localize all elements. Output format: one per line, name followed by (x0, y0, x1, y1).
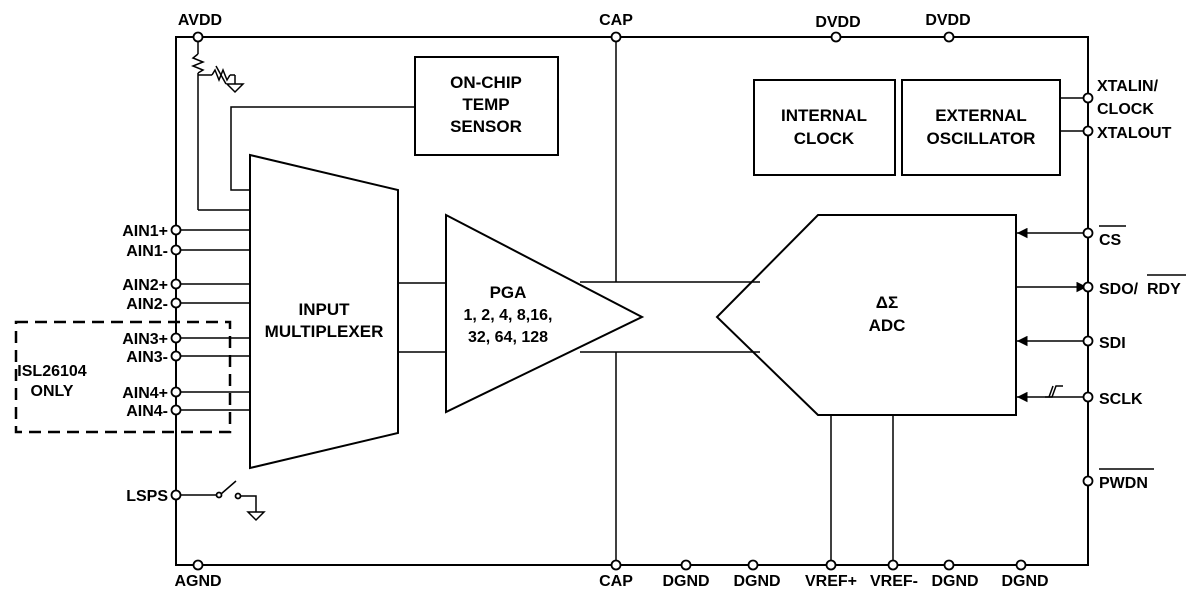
internal-clock-label-1: INTERNAL (781, 106, 867, 125)
pin-markers (170, 31, 1094, 571)
schmitt-trigger-icon-2 (1048, 385, 1054, 398)
input-multiplexer (249, 153, 399, 470)
temp-sensor-label-2: TEMP (462, 95, 509, 114)
pin-dgnd-1: DGND (662, 573, 709, 590)
pin-cap-top: CAP (599, 12, 633, 29)
internal-clock-label-2: CLOCK (794, 129, 855, 148)
pin-sdo: SDO/ (1099, 281, 1139, 298)
delta-sigma-adc (715, 214, 1017, 416)
isl26104-note-line1: ISL26104 (17, 363, 86, 380)
pin-vrefp: VREF+ (805, 573, 857, 590)
pin-agnd: AGND (174, 573, 221, 590)
pga-amplifier (445, 213, 645, 414)
pin-cs: CS (1099, 232, 1122, 249)
pin-dgnd-3: DGND (931, 573, 978, 590)
pin-xtalin-clock: CLOCK (1097, 101, 1154, 118)
pin-sdi: SDI (1099, 335, 1126, 352)
adc-label-2: ADC (869, 316, 906, 335)
ain-wires (176, 229, 250, 411)
pin-lsps: LSPS (126, 488, 168, 505)
pin-dvdd-2: DVDD (925, 12, 970, 29)
adc-label-1: ΔΣ (876, 293, 898, 312)
external-oscillator-label-1: EXTERNAL (935, 106, 1027, 125)
schmitt-trigger-icon (1045, 385, 1063, 398)
pin-ain3p: AIN3+ (122, 331, 168, 348)
pin-ain2n: AIN2- (126, 296, 168, 313)
pin-ain4p: AIN4+ (122, 385, 168, 402)
pga-label-1: PGA (490, 283, 527, 302)
mux-label-1: INPUT (299, 300, 351, 319)
pin-dvdd-1: DVDD (815, 14, 860, 31)
pin-cap-bottom: CAP (599, 573, 633, 590)
isl26104-region (14, 320, 232, 434)
temp-sensor-label-3: SENSOR (450, 117, 522, 136)
pin-sclk: SCLK (1099, 391, 1143, 408)
lsps-switch (176, 480, 266, 522)
mux-label-2: MULTIPLEXER (265, 322, 384, 341)
pin-ain1p: AIN1+ (122, 223, 168, 240)
pin-ain3n: AIN3- (126, 349, 168, 366)
internal-clock-block (753, 79, 896, 176)
pin-ain2p: AIN2+ (122, 277, 168, 294)
pin-dgnd-4: DGND (1001, 573, 1048, 590)
temp-sensor-label-1: ON-CHIP (450, 73, 522, 92)
pin-xtalin: XTALIN/ (1097, 78, 1159, 95)
pga-label-3: 32, 64, 128 (468, 329, 548, 346)
pin-avdd: AVDD (178, 12, 222, 29)
pin-rdy: RDY (1147, 281, 1181, 298)
pin-ain1n: AIN1- (126, 243, 168, 260)
pin-ain4n: AIN4- (126, 403, 168, 420)
pin-xtalout: XTALOUT (1097, 125, 1172, 142)
external-oscillator-block (901, 79, 1061, 176)
avdd-resistor-network (190, 37, 249, 211)
temp-sensor-block (414, 56, 559, 156)
pga-label-2: 1, 2, 4, 8,16, (464, 307, 553, 324)
pin-dgnd-2: DGND (733, 573, 780, 590)
pin-pwdn: PWDN (1099, 475, 1148, 492)
isl26104-note-line2: ONLY (31, 383, 74, 400)
external-oscillator-label-2: OSCILLATOR (927, 129, 1036, 148)
pin-vrefn: VREF- (870, 573, 918, 590)
temp-sensor-wire (230, 106, 415, 191)
